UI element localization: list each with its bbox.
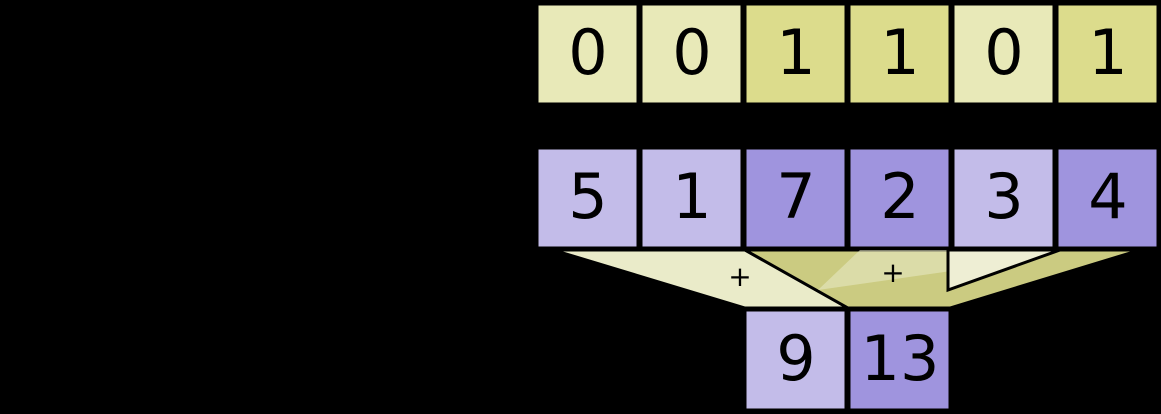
flag-cell-0-label: 0: [568, 16, 607, 89]
output-cell-1-label: 13: [861, 322, 940, 395]
flag-cell-5-label: 1: [1088, 16, 1127, 89]
flag-cell-0[interactable]: [535, 2, 640, 106]
plus-right-symbol: +: [881, 256, 904, 289]
output-cell-0[interactable]: [743, 308, 848, 412]
value-cell-2-label: 7: [776, 160, 815, 233]
value-cell-0-label: 5: [568, 160, 607, 233]
value-cell-3-label: 2: [880, 160, 919, 233]
plus-left-symbol: +: [728, 260, 751, 293]
value-cell-0[interactable]: [535, 146, 640, 250]
funnel-group: [552, 248, 1141, 310]
flag-cell-1[interactable]: [639, 2, 744, 106]
value-cell-1[interactable]: [639, 146, 744, 250]
output-row: 9 13: [743, 308, 952, 412]
value-cell-4-label: 3: [984, 160, 1023, 233]
flag-cell-3-label: 1: [880, 16, 919, 89]
flag-cell-4[interactable]: [951, 2, 1056, 106]
output-cell-0-label: 9: [776, 322, 815, 395]
funnel-right-notch: [946, 248, 1061, 293]
value-cell-5[interactable]: [1055, 146, 1160, 250]
operator-group: + +: [728, 256, 904, 293]
value-cell-1-label: 1: [672, 160, 711, 233]
output-cell-1[interactable]: [847, 308, 952, 412]
flag-cell-5[interactable]: [1055, 2, 1160, 106]
flag-cell-4-label: 0: [984, 16, 1023, 89]
flag-cell-1-label: 0: [672, 16, 711, 89]
value-cell-2[interactable]: [743, 146, 848, 250]
flag-cell-2-label: 1: [776, 16, 815, 89]
value-cell-5-label: 4: [1088, 160, 1127, 233]
value-cell-4[interactable]: [951, 146, 1056, 250]
flag-row: 0 0 1 1 0 1: [535, 2, 1160, 106]
flag-cell-3[interactable]: [847, 2, 952, 106]
flag-cell-2[interactable]: [743, 2, 848, 106]
value-row: 5 1 7 2 3 4: [535, 146, 1160, 250]
value-cell-3[interactable]: [847, 146, 952, 250]
